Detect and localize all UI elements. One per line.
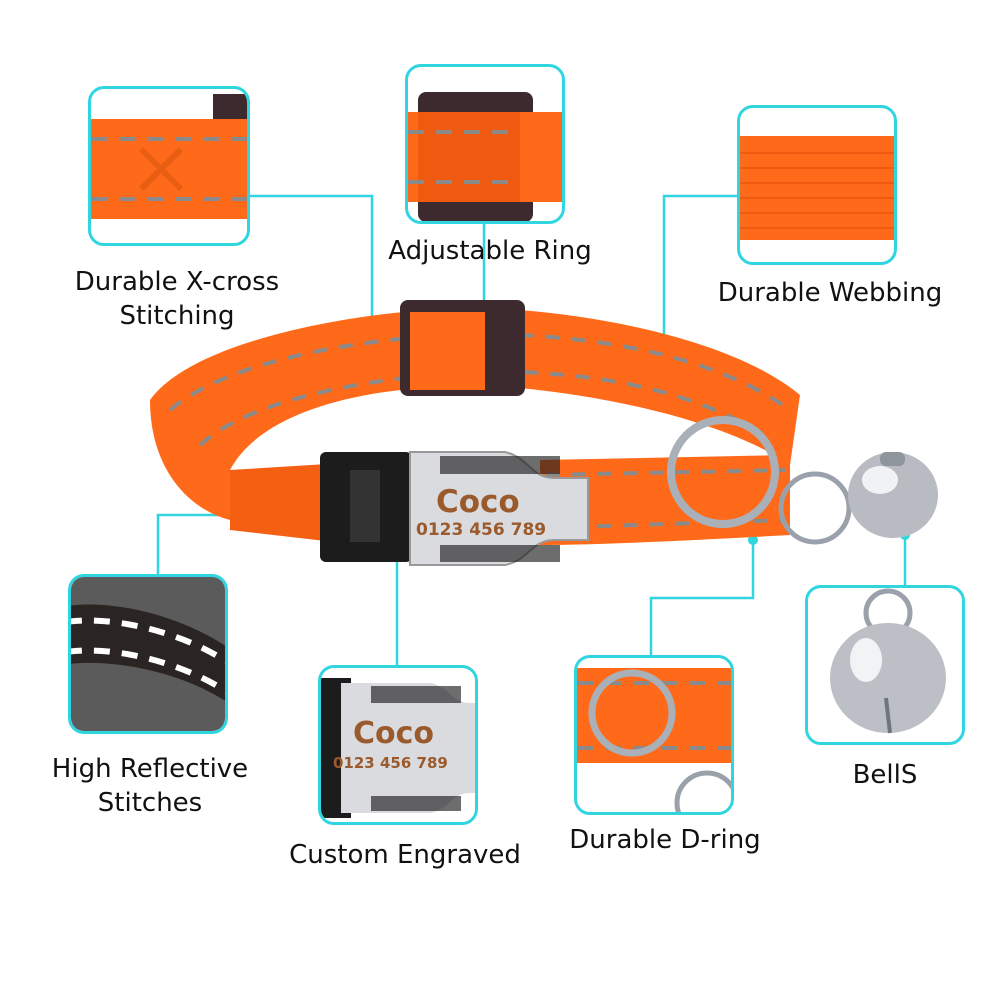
buckle [320,451,589,566]
tile-tag-phone: 0123 456 789 [333,754,448,772]
bell [848,452,938,538]
x-cross-stitching-image [91,94,247,219]
reflective-stitches-image [71,577,225,731]
durable-d-ring-label: Durable D-ring [569,825,761,855]
durable-d-ring-image [577,668,731,812]
d-ring [667,416,779,528]
tile-reflective-stitches [68,574,228,734]
durable-webbing-image [740,136,894,240]
custom-engraved-image [321,678,475,818]
tile-tag-name: Coco [353,716,435,751]
tile-durable-d-ring [574,655,734,815]
custom-engraved-label: Custom Engraved [289,840,521,870]
tile-adjustable-ring [405,64,565,224]
tile-custom-engraved: Coco 0123 456 789 [318,665,478,825]
tile-bells [805,585,965,745]
tag-phone: 0123 456 789 [416,520,547,540]
x-cross-stitching-label: Durable X-cross Stitching [74,267,280,331]
durable-webbing-label: Durable Webbing [717,278,943,308]
reflective-stitches-label: High Reflective Stitches [51,754,249,818]
bell-image [830,588,946,734]
tag-name: Coco [436,484,520,520]
tile-x-cross-stitching [88,86,250,246]
adjustable-ring-label: Adjustable Ring [388,236,592,266]
bells-label: BellS [852,760,918,790]
tile-durable-webbing [737,105,897,265]
adjustable-ring-image [408,92,562,221]
